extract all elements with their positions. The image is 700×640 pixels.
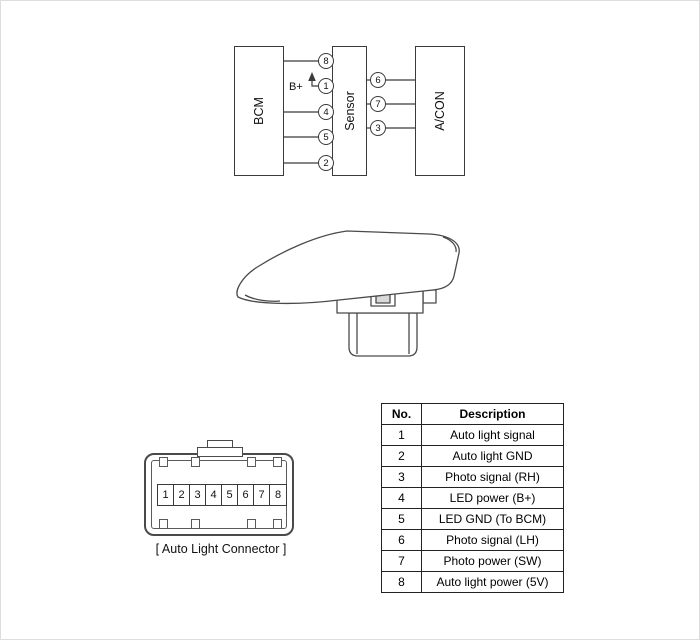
table-row: 8 Auto light power (5V) <box>381 571 564 593</box>
bplus-label: B+ <box>289 81 303 93</box>
table-row: 1 Auto light signal <box>381 424 564 446</box>
table-header-row: No. Description <box>381 403 564 425</box>
table-row: 6 Photo signal (LH) <box>381 529 564 551</box>
table-row: 2 Auto light GND <box>381 445 564 467</box>
pin-circle: 6 <box>370 72 386 88</box>
pin-number-cell: 5 <box>381 508 422 530</box>
pin-number-cell: 7 <box>381 550 422 572</box>
pin-circle: 1 <box>318 78 334 94</box>
pin-description-cell: Auto light GND <box>421 445 564 467</box>
connector-notch <box>273 519 282 529</box>
table-header-description: Description <box>421 403 564 425</box>
connector-notch <box>273 457 282 467</box>
connector-pin-cell: 1 <box>158 485 174 505</box>
pin-circle: 2 <box>318 155 334 171</box>
acon-block: A/CON <box>415 46 465 176</box>
connector-pin-cell: 7 <box>254 485 270 505</box>
pin-description-cell: LED GND (To BCM) <box>421 508 564 530</box>
bcm-block: BCM <box>234 46 284 176</box>
pin-number-cell: 1 <box>381 424 422 446</box>
pin-description-cell: Photo power (SW) <box>421 550 564 572</box>
connector-pin-cell: 5 <box>222 485 238 505</box>
connector-notch <box>159 457 168 467</box>
pin-description-cell: Photo signal (LH) <box>421 529 564 551</box>
pin-description-cell: Photo signal (RH) <box>421 466 564 488</box>
connector-latch-icon <box>197 447 243 457</box>
pin-circle: 7 <box>370 96 386 112</box>
bcm-label: BCM <box>252 97 266 125</box>
sensor-label: Sensor <box>342 91 357 131</box>
pin-description-cell: Auto light signal <box>421 424 564 446</box>
table-row: 4 LED power (B+) <box>381 487 564 509</box>
pin-circle: 3 <box>370 120 386 136</box>
connector-notch <box>247 457 256 467</box>
pin-number-cell: 6 <box>381 529 422 551</box>
auto-light-sensor-illustration <box>236 230 460 357</box>
connector-pin-cell: 4 <box>206 485 222 505</box>
wiring-lines <box>284 60 415 164</box>
pin-number-cell: 8 <box>381 571 422 593</box>
pin-number-cell: 2 <box>381 445 422 467</box>
connector-pin-row: 1 2 3 4 5 6 7 8 <box>157 484 287 506</box>
connector-pin-cell: 2 <box>174 485 190 505</box>
pin-description-cell: Auto light power (5V) <box>421 571 564 593</box>
table-row: 7 Photo power (SW) <box>381 550 564 572</box>
table-header-no: No. <box>381 403 422 425</box>
pin-description-table: No. Description 1 Auto light signal 2 Au… <box>381 403 564 593</box>
connector-pin-cell: 3 <box>190 485 206 505</box>
connector-notch <box>159 519 168 529</box>
sensor-block: Sensor <box>332 46 367 176</box>
pin-number-cell: 3 <box>381 466 422 488</box>
connector-caption: [ Auto Light Connector ] <box>155 542 287 556</box>
connector-pin-cell: 8 <box>274 489 282 501</box>
connector-notch <box>247 519 256 529</box>
connector-notch <box>191 457 200 467</box>
pin-circle: 8 <box>318 53 334 69</box>
pin-circle: 5 <box>318 129 334 145</box>
bplus-arrow-icon <box>308 72 316 81</box>
pin-number-cell: 4 <box>381 487 422 509</box>
connector-notch <box>191 519 200 529</box>
acon-label: A/CON <box>433 91 447 131</box>
pin-description-cell: LED power (B+) <box>421 487 564 509</box>
pin-circle: 4 <box>318 104 334 120</box>
table-row: 3 Photo signal (RH) <box>381 466 564 488</box>
connector-pin-cell: 6 <box>238 485 254 505</box>
table-row: 5 LED GND (To BCM) <box>381 508 564 530</box>
